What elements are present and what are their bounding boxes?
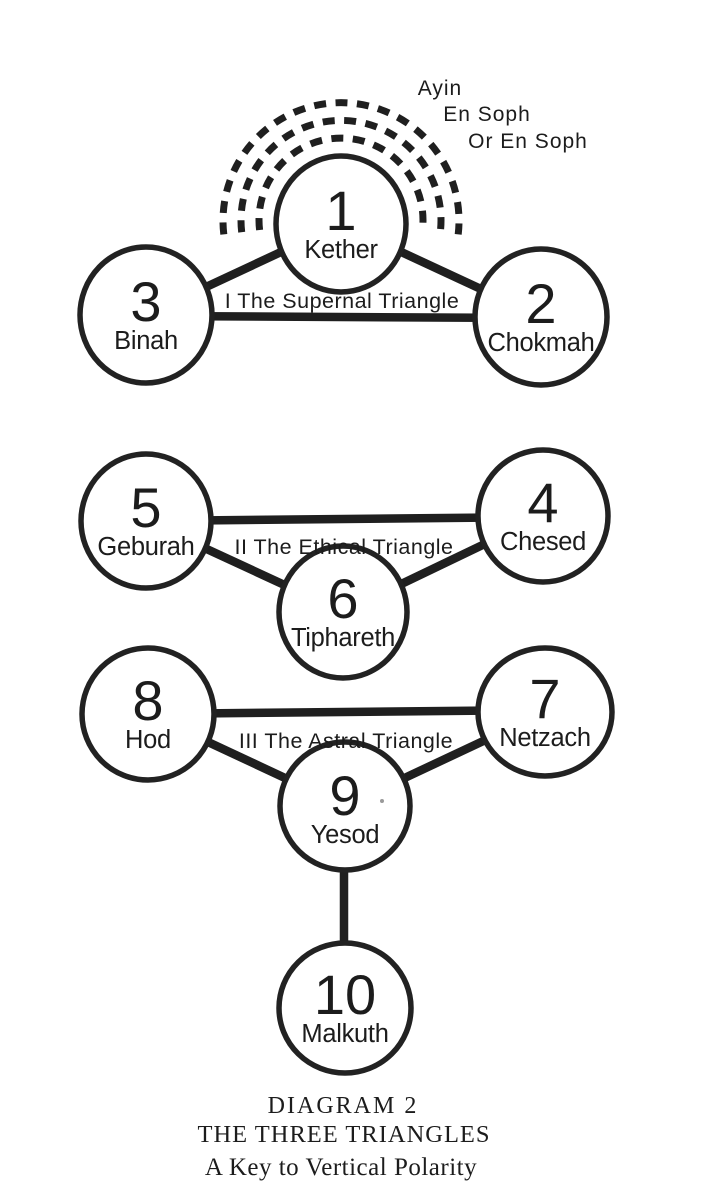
sephira-circle <box>78 451 214 591</box>
sephira-malkuth: 10 Malkuth <box>276 940 414 1076</box>
sephira-circle <box>276 940 414 1076</box>
sephira-name: Netzach <box>499 724 590 752</box>
veil-arc-middle <box>237 116 445 233</box>
sephira-number: 5 <box>130 476 161 539</box>
caption-subtitle: A Key to Vertical Polarity <box>205 1154 477 1181</box>
sephira-number: 7 <box>529 667 560 730</box>
sephira-hod: 8 Hod <box>79 645 217 783</box>
sephira-circle <box>276 543 410 681</box>
sephira-kether: 1 Kether <box>273 153 409 295</box>
caption-diagram-number: DIAGRAM 2 <box>268 1093 419 1119</box>
veil-arcs <box>219 99 463 235</box>
scan-speck <box>380 799 384 803</box>
veil-arc-outer <box>219 99 463 235</box>
sephira-name: Geburah <box>97 533 194 561</box>
sephira-number: 8 <box>132 669 163 732</box>
sephira-circle <box>475 645 615 779</box>
sephira-number: 6 <box>327 567 358 630</box>
caption-title: THE THREE TRIANGLES <box>197 1121 490 1148</box>
triangle-label-ethical: II The Ethical Triangle <box>234 535 453 559</box>
sephira-name: Chesed <box>500 528 586 556</box>
triangle-label-supernal: I The Supernal Triangle <box>225 289 460 313</box>
sephira-name: Chokmah <box>487 329 594 357</box>
sephira-name: Tiphareth <box>291 624 395 652</box>
sephira-netzach: 7 Netzach <box>475 645 615 779</box>
sephira-yesod: 9 Yesod <box>277 739 413 873</box>
sephira-number: 4 <box>527 471 558 534</box>
sephira-circle <box>472 246 610 388</box>
sephira-name: Binah <box>114 327 178 355</box>
sephira-circle <box>77 244 215 386</box>
sephira-number: 9 <box>329 764 360 827</box>
veil-label-or-en-soph: Or En Soph <box>468 130 588 153</box>
veil-label-en-soph: En Soph <box>443 103 531 126</box>
sephira-name: Hod <box>125 726 171 754</box>
sephira-circle <box>475 447 611 585</box>
caption: DIAGRAM 2 THE THREE TRIANGLES A Key to V… <box>197 1093 490 1181</box>
sephira-name: Malkuth <box>301 1020 388 1048</box>
veil-label-ayin: Ayin <box>418 77 462 100</box>
sephira-number: 2 <box>525 272 556 335</box>
sephira-circle <box>277 739 413 873</box>
triangle-label-astral: III The Astral Triangle <box>239 729 453 753</box>
sephira-name: Yesod <box>311 821 379 849</box>
sephira-name: Kether <box>304 236 378 264</box>
sephira-circle <box>273 153 409 295</box>
sephira-number: 1 <box>325 179 356 242</box>
sephira-chesed: 4 Chesed <box>475 447 611 585</box>
veil-arc-inner <box>255 134 427 231</box>
sephira-chokmah: 2 Chokmah <box>472 246 610 388</box>
sephira-circle <box>79 645 217 783</box>
sephira-number: 10 <box>314 963 376 1026</box>
sephira-geburah: 5 Geburah <box>78 451 214 591</box>
sephira-tiphareth: 6 Tiphareth <box>276 543 410 681</box>
sephira-number: 3 <box>130 270 161 333</box>
sephira-binah: 3 Binah <box>77 244 215 386</box>
